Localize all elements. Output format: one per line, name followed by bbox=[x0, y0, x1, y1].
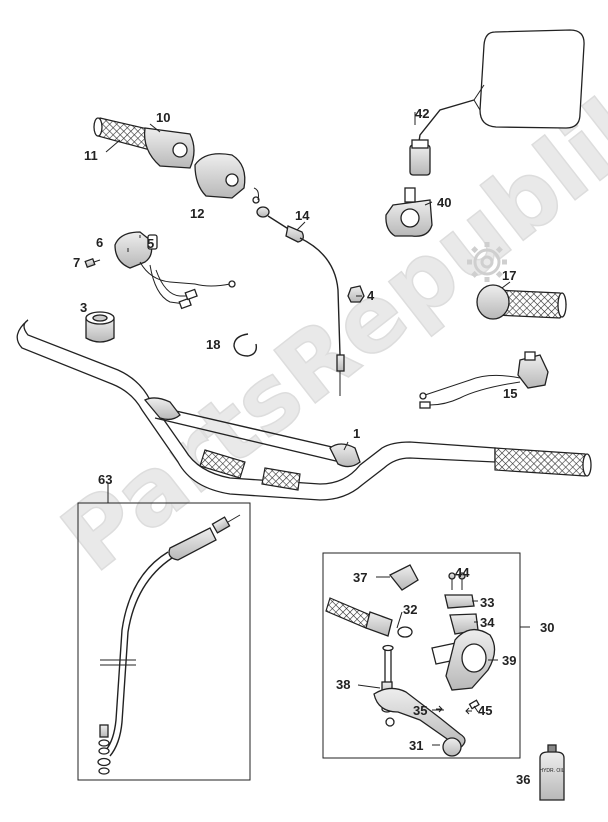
callout-10: 10 bbox=[156, 110, 170, 125]
gear-icon bbox=[467, 242, 507, 282]
box-63 bbox=[77, 502, 251, 781]
light-switch bbox=[419, 351, 549, 409]
oil-bottle: HYDR. OIL bbox=[539, 744, 565, 801]
callout-31: 31 bbox=[409, 738, 423, 753]
mirror-clamp bbox=[385, 187, 433, 237]
box-30 bbox=[322, 552, 521, 759]
callout-30: 30 bbox=[540, 620, 554, 635]
callout-39: 39 bbox=[502, 653, 516, 668]
callout-32: 32 bbox=[403, 602, 417, 617]
callout-38: 38 bbox=[336, 677, 350, 692]
callout-36: 36 bbox=[516, 772, 530, 787]
callout-11: 11 bbox=[84, 148, 98, 163]
callout-3: 3 bbox=[80, 300, 87, 315]
callout-12: 12 bbox=[190, 206, 204, 221]
callout-44: 44 bbox=[455, 565, 470, 580]
callout-7: 7 bbox=[73, 255, 80, 270]
screw-7 bbox=[84, 257, 101, 269]
clutch-assembly bbox=[325, 564, 496, 757]
callouts: 1 3 4 5 6 7 10 11 12 14 15 17 18 30 31 3… bbox=[73, 106, 554, 787]
callout-35: 35 bbox=[413, 703, 427, 718]
kill-switch bbox=[114, 231, 236, 310]
spacer-sleeve bbox=[85, 311, 115, 343]
callout-17: 17 bbox=[502, 268, 516, 283]
callout-34: 34 bbox=[480, 615, 495, 630]
callout-4: 4 bbox=[367, 288, 375, 303]
callout-37: 37 bbox=[353, 570, 367, 585]
callout-40: 40 bbox=[437, 195, 451, 210]
callout-15: 15 bbox=[503, 386, 517, 401]
callout-5: 5 bbox=[147, 236, 154, 251]
handlebar bbox=[16, 319, 592, 501]
clutch-cable bbox=[97, 514, 241, 775]
throttle-housing bbox=[194, 153, 246, 199]
leader-lines bbox=[105, 112, 530, 746]
oil-bottle-label: HYDR. OIL bbox=[539, 768, 564, 774]
cable-nut bbox=[347, 285, 365, 303]
callout-42: 42 bbox=[415, 106, 429, 121]
left-grip bbox=[476, 284, 567, 320]
callout-63: 63 bbox=[98, 472, 112, 487]
mirror bbox=[409, 29, 585, 176]
callout-33: 33 bbox=[480, 595, 494, 610]
callout-1: 1 bbox=[353, 426, 360, 441]
circlip bbox=[233, 333, 258, 357]
callout-18: 18 bbox=[206, 337, 220, 352]
callout-45: 45 bbox=[478, 703, 492, 718]
callout-14: 14 bbox=[295, 208, 310, 223]
arrow-icon bbox=[436, 705, 472, 715]
callout-6: 6 bbox=[96, 235, 103, 250]
throttle-cable bbox=[252, 187, 345, 396]
throttle-grip bbox=[93, 117, 195, 169]
